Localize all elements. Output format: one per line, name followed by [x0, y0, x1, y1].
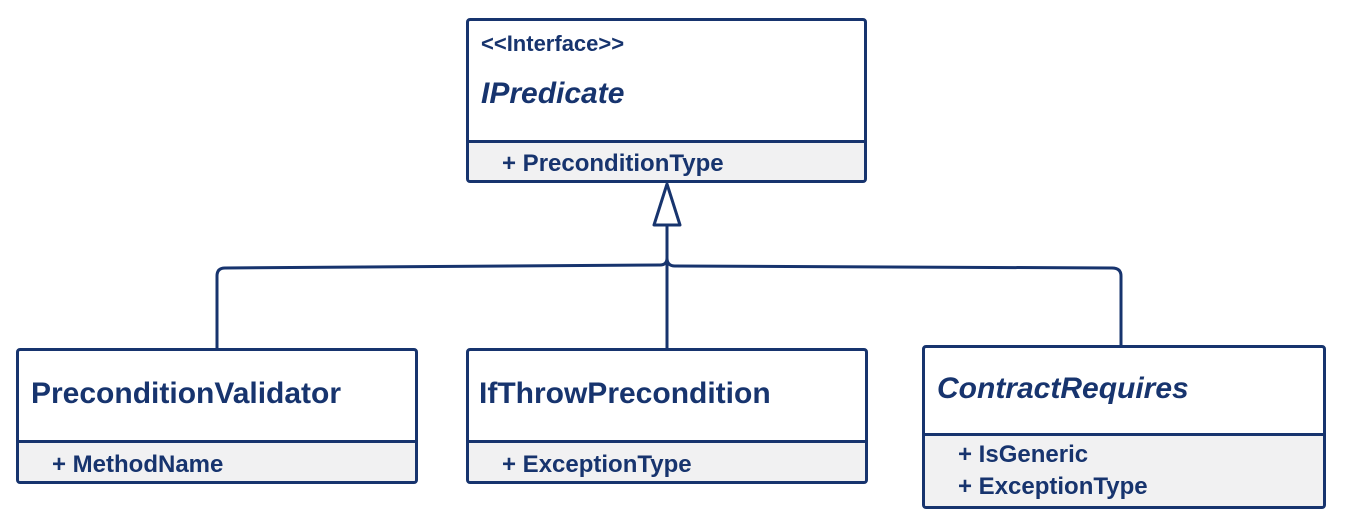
interface-stereotype: <<Interface>> [481, 31, 625, 56]
generalization-arrowhead [652, 182, 682, 227]
connector-contract [665, 256, 1123, 347]
ipredicate-header: <<Interface>> IPredicate [469, 21, 864, 140]
preconditionvalidator-class-box: PreconditionValidator + MethodName [16, 348, 418, 484]
ipredicate-name: IPredicate [481, 77, 625, 110]
ifthrowprecondition-attributes: + ExceptionType [469, 440, 865, 481]
preconditionvalidator-header: PreconditionValidator [19, 351, 415, 440]
ipredicate-interface-box: <<Interface>> IPredicate + PreconditionT… [466, 18, 867, 183]
contractrequires-class-box: ContractRequires + IsGeneric + Exception… [922, 345, 1326, 509]
isgeneric-attribute: + IsGeneric [958, 441, 1089, 468]
ifthrowprecondition-header: IfThrowPrecondition [469, 351, 865, 440]
ifthrowprecondition-class-box: IfThrowPrecondition + ExceptionType [466, 348, 868, 484]
contractrequires-name: ContractRequires [937, 372, 1189, 405]
contractrequires-header: ContractRequires [925, 348, 1323, 433]
exceptiontype-attribute: + ExceptionType [502, 451, 692, 478]
preconditiontype-attribute: + PreconditionType [502, 150, 724, 177]
contract-exceptiontype-attribute: + ExceptionType [958, 473, 1148, 500]
preconditionvalidator-name: PreconditionValidator [31, 377, 342, 410]
ifthrowprecondition-name: IfThrowPrecondition [479, 377, 771, 410]
preconditionvalidator-attributes: + MethodName [19, 440, 415, 481]
methodname-attribute: + MethodName [52, 451, 224, 478]
connector-validator [215, 256, 669, 350]
contractrequires-attributes: + IsGeneric + ExceptionType [925, 433, 1323, 506]
ipredicate-attributes: + PreconditionType [469, 140, 864, 180]
